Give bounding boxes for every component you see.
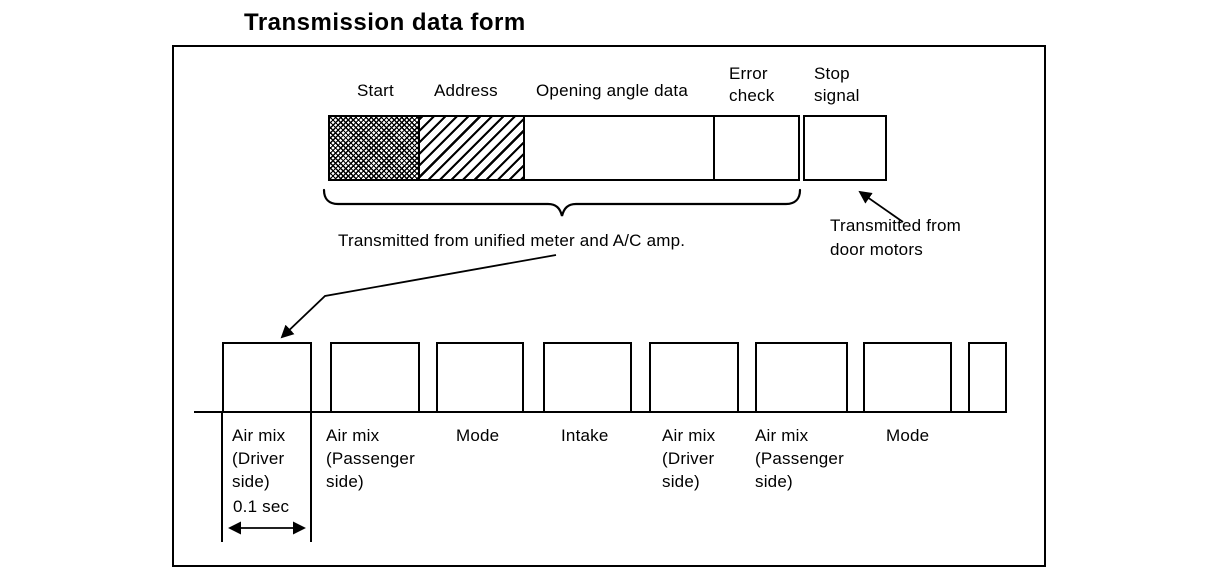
pulse-air-mix-driver-2 [649,342,739,412]
segment-label-stop-signal: Stop signal [814,64,860,105]
pulse-label-air-mix-driver-1: Air mix (Driver side) [232,426,286,491]
segment-stop-signal-block [803,115,887,181]
measure-extension-line-right [310,411,312,542]
door-motors-caption: Transmitted from door motors [830,216,962,259]
pulse-mode-2 [863,342,952,412]
figure-border-box [172,45,1046,567]
segment-start-block [330,117,420,179]
pulse-air-mix-driver-1 [222,342,312,412]
figure-title: Transmission data form [244,9,526,36]
data-frame-bar [328,115,800,181]
measure-extension-line-left [221,411,223,542]
segment-label-start: Start [357,81,394,100]
segment-address-block [420,117,525,179]
pulse-label-air-mix-passenger-2: Air mix (Passenger side) [755,426,844,491]
segment-label-error-check: Error check [729,64,775,105]
pulse-label-intake: Intake [561,426,609,445]
pulse-label-air-mix-driver-2: Air mix (Driver side) [662,426,716,491]
pulse-air-mix-passenger-1 [330,342,420,412]
pulse-mode-1 [436,342,524,412]
pulse-label-mode-2: Mode [886,426,930,445]
pulse-air-mix-passenger-2 [755,342,848,412]
pulse-label-mode-1: Mode [456,426,500,445]
meter-caption: Transmitted from unified meter and A/C a… [338,231,686,250]
pulse-duration-label: 0.1 sec [233,497,290,516]
segment-label-opening-angle-data: Opening angle data [536,81,689,100]
pulse-intake [543,342,632,412]
segment-label-address: Address [434,81,498,100]
segment-opening-angle-data-block [525,117,715,179]
pulse-label-air-mix-passenger-1: Air mix (Passenger side) [326,426,415,491]
segment-error-check-block [715,117,798,179]
timing-baseline [194,411,1007,413]
pulse-partial [968,342,1007,412]
